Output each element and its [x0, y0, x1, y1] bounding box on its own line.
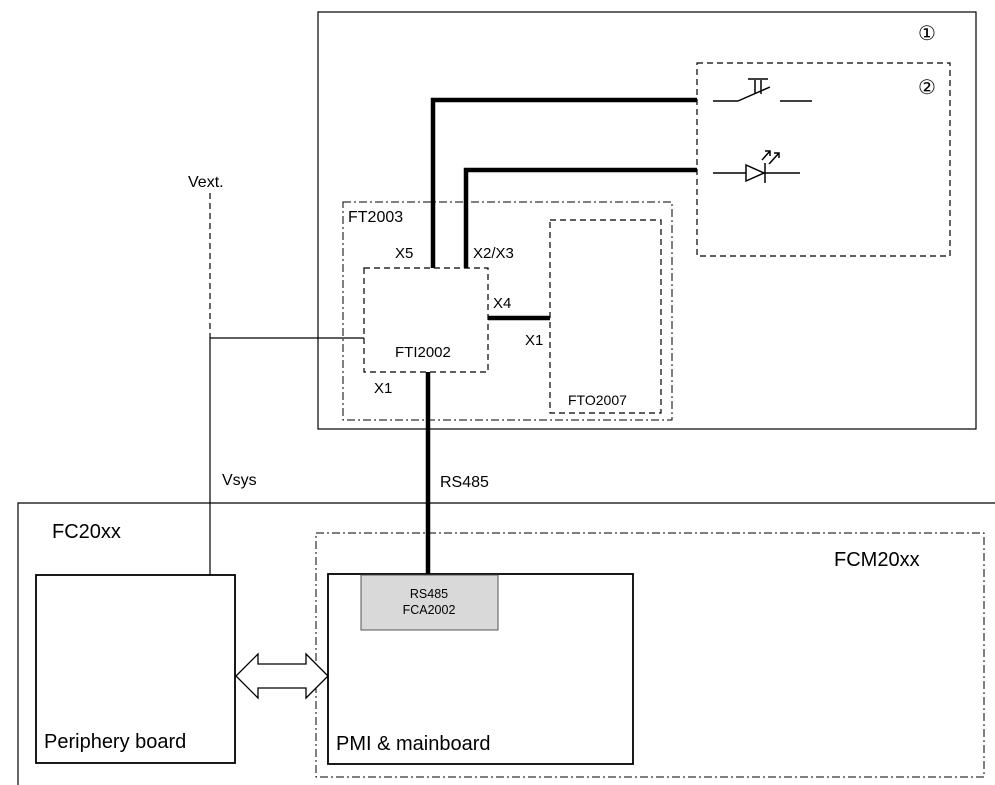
fti2002-label: FTI2002 [395, 344, 451, 361]
pushbutton-switch-icon [713, 78, 812, 102]
ft2003-box [342, 201, 673, 421]
fcm20xx-label: FCM20xx [834, 549, 920, 571]
fca2002-module-line1: RS485 [410, 587, 448, 601]
bidirectional-arrow-icon [235, 652, 329, 700]
switch-led-box-marker: ② [918, 77, 936, 99]
x1-right-label: X1 [525, 332, 543, 349]
vsys-label: Vsys [222, 472, 257, 489]
x1-left-label: X1 [374, 380, 392, 397]
periphery-board-box [35, 574, 236, 764]
remote-unit-box [317, 11, 977, 430]
x5-label: X5 [395, 245, 413, 262]
pmi-mainboard-box [327, 573, 634, 765]
x2x3-led-wire [463, 167, 697, 268]
x4-label: X4 [493, 295, 511, 312]
led-icon [713, 150, 800, 183]
switch-led-box [696, 62, 951, 257]
rs485-label: RS485 [440, 474, 489, 491]
vsys-line [209, 337, 364, 575]
fto2007-box [549, 219, 662, 414]
fc20xx-label: FC20xx [52, 521, 121, 543]
fcm20xx-box [315, 532, 985, 778]
fto2007-label: FTO2007 [568, 392, 627, 408]
ft2003-label: FT2003 [348, 209, 403, 226]
periphery-board-label: Periphery board [44, 731, 186, 753]
x2x3-label: X2/X3 [473, 245, 514, 262]
fca2002-module [360, 574, 499, 631]
remote-unit-marker: ① [918, 23, 936, 45]
vext-label: Vext. [188, 174, 224, 191]
fca2002-module-line2: FCA2002 [403, 603, 456, 617]
x5-switch-wire [430, 97, 697, 268]
pmi-mainboard-label: PMI & mainboard [336, 733, 491, 755]
fc20xx-frame [17, 502, 995, 785]
